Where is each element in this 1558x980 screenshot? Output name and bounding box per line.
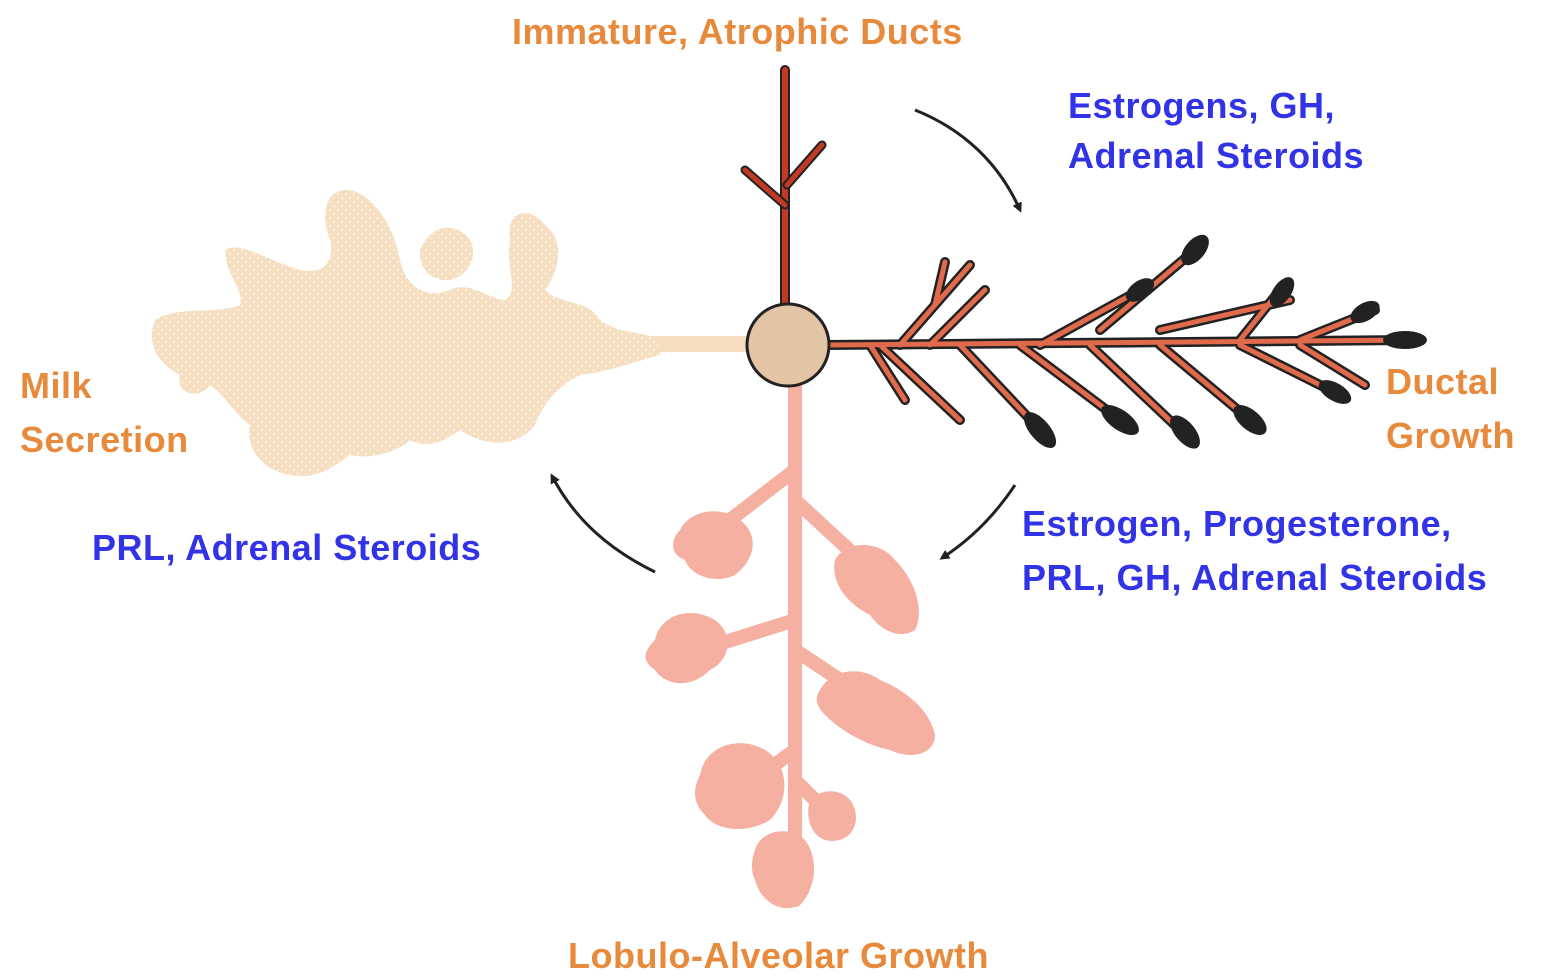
ductal-growth-tree [825, 230, 1427, 454]
label-hormones-to-lobulo-1: Estrogen, Progesterone, [1022, 500, 1452, 548]
label-hormones-to-milk: PRL, Adrenal Steroids [92, 524, 481, 572]
arrow-to-ductal [915, 110, 1020, 210]
label-lobulo-alveolar-growth: Lobulo-Alveolar Growth [568, 932, 989, 980]
label-hormones-to-ductal-1: Estrogens, GH, [1068, 82, 1335, 130]
arrow-to-milk [552, 476, 655, 572]
label-ductal-growth-1: Ductal [1386, 358, 1499, 406]
label-hormones-to-lobulo-2: PRL, GH, Adrenal Steroids [1022, 554, 1487, 602]
label-immature-ducts: Immature, Atrophic Ducts [512, 8, 963, 56]
nipple-circle [747, 304, 829, 386]
immature-duct-tree [745, 70, 822, 330]
arrow-to-lobulo [942, 485, 1015, 558]
milk-secretion-tree [152, 190, 760, 476]
lobulo-alveolar-tree [646, 380, 935, 908]
label-ductal-growth-2: Growth [1386, 412, 1515, 460]
label-hormones-to-ductal-2: Adrenal Steroids [1068, 132, 1364, 180]
label-milk-secretion-1: Milk [20, 362, 92, 410]
label-milk-secretion-2: Secretion [20, 416, 189, 464]
